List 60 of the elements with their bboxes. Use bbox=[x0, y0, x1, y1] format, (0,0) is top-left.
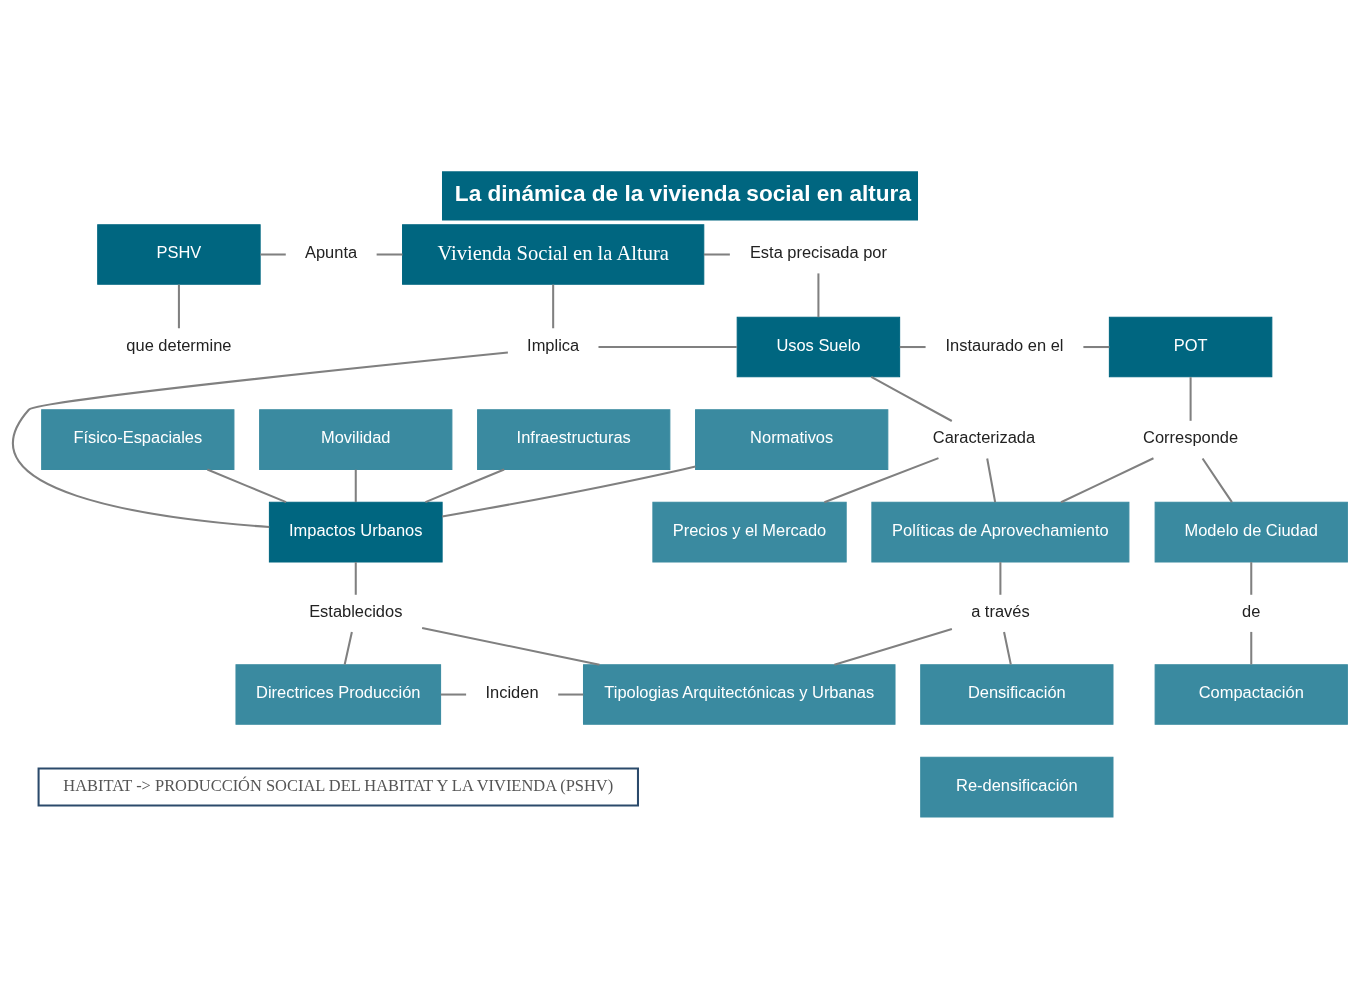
connector bbox=[1083, 345, 1110, 348]
connector bbox=[598, 345, 737, 348]
connector bbox=[1003, 631, 1012, 665]
connector bbox=[834, 627, 953, 666]
node-box: POT bbox=[1108, 316, 1273, 377]
connector bbox=[376, 252, 403, 256]
connector bbox=[1201, 457, 1233, 503]
connector bbox=[421, 626, 600, 666]
connector bbox=[986, 457, 997, 502]
node-text: que determine bbox=[126, 335, 232, 354]
connector bbox=[425, 468, 505, 503]
connector bbox=[1189, 376, 1192, 421]
connector bbox=[1060, 456, 1154, 503]
node-text: Establecidos bbox=[309, 601, 403, 620]
node-text: Corresponde bbox=[1143, 427, 1239, 446]
node-text: Implica bbox=[527, 335, 580, 354]
node-box: Vivienda Social en la Altura bbox=[402, 223, 705, 285]
node-box: Modelo de Ciudad bbox=[1154, 501, 1348, 562]
connector bbox=[558, 693, 584, 696]
node-box: Infraestructuras bbox=[477, 408, 671, 470]
node-box: Directrices Producción bbox=[235, 663, 442, 725]
connector bbox=[440, 693, 467, 696]
connector bbox=[177, 284, 180, 328]
connector bbox=[260, 252, 286, 256]
node-box: Tipologias Arquitectónicas y Urbanas bbox=[582, 663, 896, 725]
node-text: a través bbox=[971, 601, 1030, 620]
node-box: Impactos Urbanos bbox=[268, 501, 443, 562]
node-box: Precios y el Mercado bbox=[652, 501, 847, 562]
node-box: Densificación bbox=[920, 663, 1114, 725]
connector bbox=[343, 631, 353, 665]
node-text: Apunta bbox=[305, 242, 358, 261]
connector bbox=[1250, 631, 1253, 664]
connector bbox=[899, 345, 926, 348]
connector bbox=[354, 469, 357, 502]
node-box: Físico-Espaciales bbox=[41, 408, 235, 470]
node-text: Caracterizada bbox=[932, 427, 1036, 446]
diagram-title: La dinámica de la vivienda social en altura bbox=[454, 180, 911, 206]
connector bbox=[870, 375, 953, 422]
node-box: Movilidad bbox=[259, 408, 453, 470]
node-box: PSHV bbox=[97, 223, 261, 285]
connector bbox=[206, 468, 287, 503]
node-text: Instaurado en el bbox=[945, 335, 1064, 354]
connector bbox=[824, 456, 939, 503]
connector bbox=[999, 561, 1002, 595]
connector bbox=[12, 351, 508, 528]
node-text: de bbox=[1242, 601, 1261, 620]
connector bbox=[703, 252, 730, 256]
label: HABITAT -> PRODUCCIÓN SOCIAL DEL HABITAT Y LA VIVIENDA (PSHV) bbox=[63, 775, 614, 795]
connector bbox=[1250, 561, 1253, 595]
connector bbox=[552, 284, 555, 328]
node-box: Compactación bbox=[1154, 663, 1348, 725]
connector bbox=[354, 561, 357, 595]
node-text: Esta precisada por bbox=[749, 242, 887, 261]
node-box: Usos Suelo bbox=[736, 316, 901, 377]
node-text: Inciden bbox=[485, 682, 539, 701]
node-box: Políticas de Aprovechamiento bbox=[871, 501, 1130, 562]
connector bbox=[441, 464, 696, 518]
node-box: Normativos bbox=[695, 408, 889, 470]
node-box: Re-densificación bbox=[920, 756, 1114, 817]
connector bbox=[817, 272, 820, 317]
